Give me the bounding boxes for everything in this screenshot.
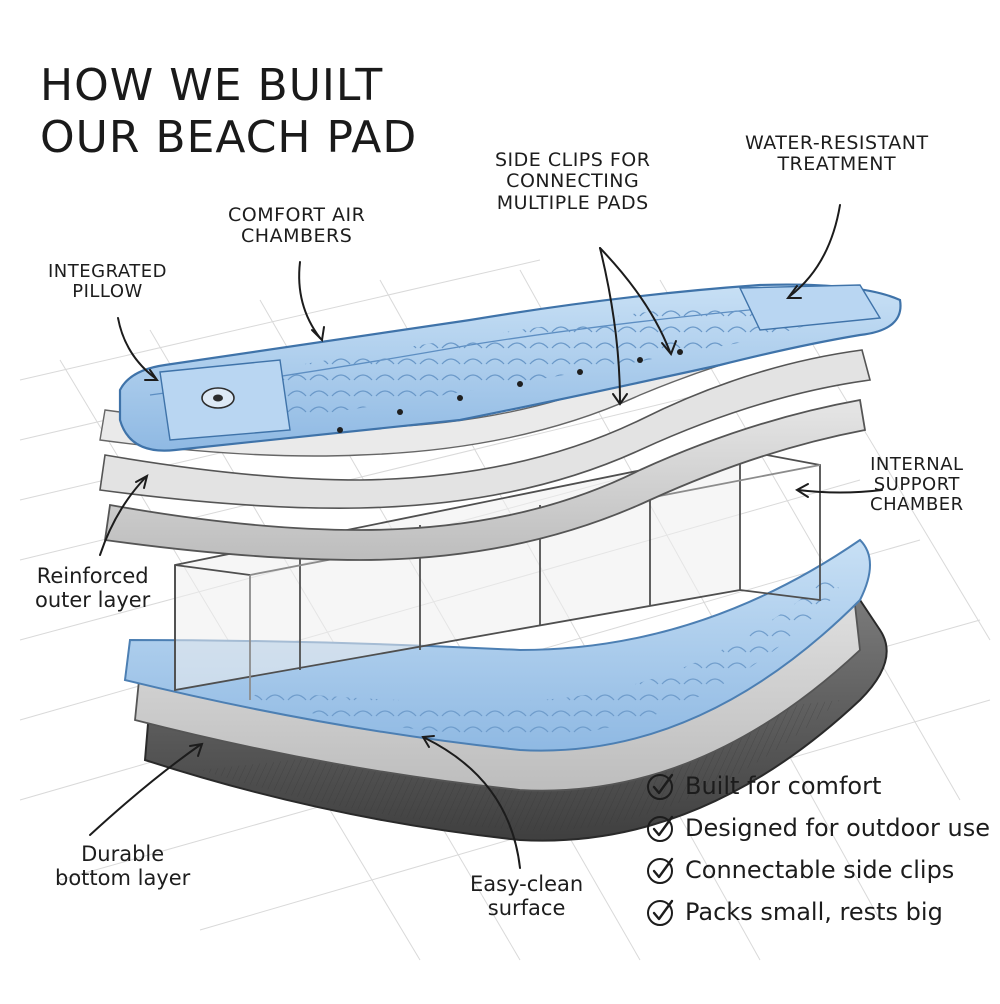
- benefit-item: Packs small, rests big: [645, 891, 990, 933]
- label-integrated-pillow: INTEGRATED PILLOW: [48, 262, 167, 302]
- benefit-item: Designed for outdoor use: [645, 807, 990, 849]
- label-water-resistant: WATER-RESISTANT TREATMENT: [745, 133, 929, 176]
- label-easy-clean-surface: Easy-clean surface: [470, 873, 583, 920]
- diagram-title: HOW WE BUILT OUR BEACH PAD: [40, 60, 417, 164]
- benefit-text: Built for comfort: [685, 772, 881, 800]
- circled-check-icon: [645, 812, 677, 844]
- label-internal-support-chamber: INTERNAL SUPPORT CHAMBER: [870, 455, 964, 515]
- benefit-item: Connectable side clips: [645, 849, 990, 891]
- benefits-list: Built for comfort Designed for outdoor u…: [645, 765, 990, 933]
- title-line-1: HOW WE BUILT: [40, 60, 417, 112]
- label-side-clips: SIDE CLIPS FOR CONNECTING MULTIPLE PADS: [495, 150, 650, 214]
- title-line-2: OUR BEACH PAD: [40, 112, 417, 164]
- valve-icon: [202, 388, 234, 408]
- circled-check-icon: [645, 770, 677, 802]
- label-reinforced-outer-layer: Reinforced outer layer: [35, 565, 150, 612]
- benefit-text: Packs small, rests big: [685, 898, 943, 926]
- benefit-text: Designed for outdoor use: [685, 814, 990, 842]
- circled-check-icon: [645, 854, 677, 886]
- label-comfort-air-chambers: COMFORT AIR CHAMBERS: [228, 205, 365, 248]
- circled-check-icon: [645, 896, 677, 928]
- label-durable-bottom-layer: Durable bottom layer: [55, 843, 190, 890]
- benefit-text: Connectable side clips: [685, 856, 954, 884]
- benefit-item: Built for comfort: [645, 765, 990, 807]
